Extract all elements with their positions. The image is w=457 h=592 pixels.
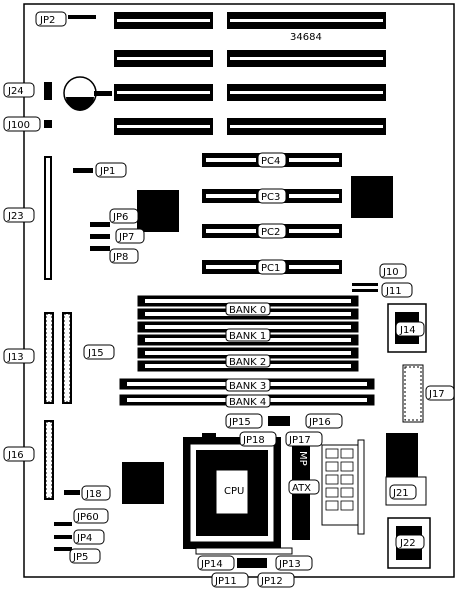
label-jp7: JP7	[118, 232, 134, 243]
label-j11: J11	[385, 286, 402, 297]
mp-label: MP	[297, 451, 308, 466]
label-jp5: JP5	[72, 552, 88, 563]
jp2-jumper	[68, 15, 96, 19]
label-jp6: JP6	[112, 212, 128, 223]
ps2-connector	[386, 433, 418, 479]
label-jp12: JP12	[260, 576, 283, 587]
label-pc3: PC3	[261, 192, 280, 203]
chipset-ic	[137, 190, 179, 232]
label-j13: J13	[7, 352, 24, 363]
label-jp17: JP17	[288, 435, 311, 446]
label-j16: J16	[7, 450, 24, 461]
label-bank4: BANK 4	[229, 397, 266, 408]
cpu-socket	[183, 433, 293, 555]
isa-slots	[114, 12, 386, 135]
j24-header	[44, 82, 52, 100]
label-jp15: JP15	[228, 417, 251, 428]
label-j21: J21	[392, 488, 409, 499]
part-number: 34684	[290, 32, 322, 43]
label-jp60: JP60	[76, 512, 99, 523]
io-chip	[351, 176, 393, 218]
label-pc4: PC4	[261, 156, 280, 167]
label-jp16: JP16	[308, 417, 331, 428]
label-bank0: BANK 0	[229, 305, 266, 316]
label-j15: J15	[87, 348, 104, 359]
label-jp11: JP11	[214, 576, 237, 587]
label-jp13: JP13	[278, 559, 301, 570]
label-jp2: JP2	[39, 15, 55, 26]
label-bank3: BANK 3	[229, 381, 266, 392]
label-jp1: JP1	[99, 166, 115, 177]
label-jp8: JP8	[112, 252, 128, 263]
label-jp18: JP18	[242, 435, 265, 446]
label-j18: J18	[85, 489, 102, 500]
label-j23: J23	[7, 211, 24, 222]
j100-header	[44, 120, 52, 128]
label-pc2: PC2	[261, 227, 280, 238]
label-j14: J14	[399, 325, 416, 336]
label-jp14: JP14	[200, 559, 223, 570]
label-j22: J22	[399, 538, 416, 549]
label-tags: JP2 J24 J100 JP1 J23 JP6 JP7 JP8 PC4 PC3…	[3, 11, 455, 588]
label-pc1: PC1	[261, 263, 280, 274]
label-atx: ATX	[292, 483, 311, 494]
cpu-label: CPU	[224, 486, 244, 497]
label-bank1: BANK 1	[229, 331, 266, 342]
label-j100: J100	[7, 120, 30, 131]
label-jp4: JP4	[76, 533, 92, 544]
label-bank2: BANK 2	[229, 357, 266, 368]
bios-chip	[122, 462, 164, 504]
label-j10: J10	[382, 267, 399, 278]
label-j24: J24	[7, 86, 24, 97]
label-j17: J17	[428, 389, 445, 400]
jp1-jumper	[73, 168, 93, 173]
